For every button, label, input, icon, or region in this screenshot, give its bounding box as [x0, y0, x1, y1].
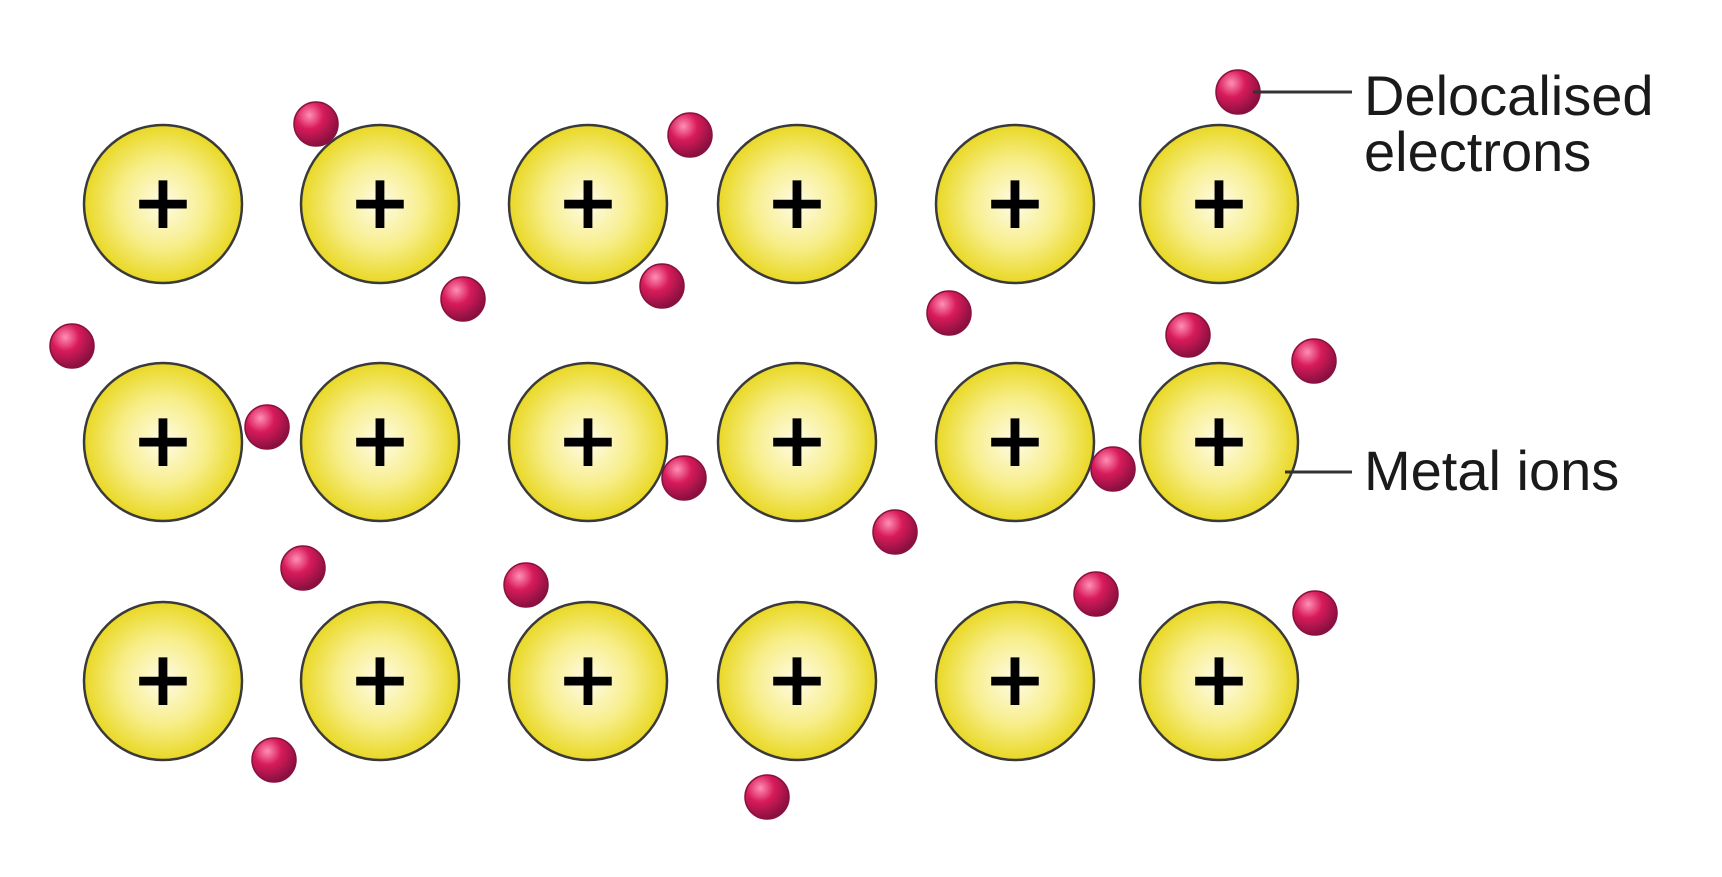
plus-charge-symbol: +: [983, 157, 1047, 246]
delocalised-electron: [49, 323, 95, 369]
delocalised-electron: [872, 509, 918, 555]
metal-ion: +: [1138, 361, 1300, 523]
plus-charge-symbol: +: [131, 395, 195, 484]
metal-ion-circle: [82, 600, 244, 762]
metal-ion-circle: [716, 361, 878, 523]
plus-charge-symbol: +: [1187, 634, 1251, 723]
metal-ion: +: [716, 361, 878, 523]
metal-ion-circle: [82, 123, 244, 285]
delocalised-electron: [251, 737, 297, 783]
metal-ion-circle: [507, 361, 669, 523]
metal-ions-layer: + + + + + + + + + + + + + + + + + +: [82, 123, 1300, 762]
metal-ion-circle: [299, 600, 461, 762]
metal-ion: +: [299, 361, 461, 523]
metal-ion-circle: [299, 123, 461, 285]
delocalised-electron: [1090, 446, 1136, 492]
plus-charge-symbol: +: [983, 634, 1047, 723]
plus-charge-symbol: +: [348, 395, 412, 484]
plus-charge-symbol: +: [765, 395, 829, 484]
metal-ion-circle: [299, 361, 461, 523]
delocalised-electron: [661, 455, 707, 501]
metal-ion: +: [934, 123, 1096, 285]
metal-ion-circle: [507, 123, 669, 285]
metal-ion: +: [507, 600, 669, 762]
plus-charge-symbol: +: [131, 634, 195, 723]
metal-ion: +: [82, 600, 244, 762]
metal-ion: +: [299, 600, 461, 762]
plus-charge-symbol: +: [765, 157, 829, 246]
plus-charge-symbol: +: [131, 157, 195, 246]
metal-ion-circle: [82, 361, 244, 523]
metal-ion-circle: [716, 123, 878, 285]
plus-charge-symbol: +: [556, 634, 620, 723]
metal-ion: +: [1138, 600, 1300, 762]
delocalised-electron: [503, 562, 549, 608]
plus-charge-symbol: +: [983, 395, 1047, 484]
plus-charge-symbol: +: [1187, 157, 1251, 246]
delocalised-electron: [440, 276, 486, 322]
legend-layer: [1253, 90, 1352, 474]
delocalised-electrons-label: Delocalised: [1364, 64, 1654, 127]
metal-ion: +: [507, 361, 669, 523]
metal-ion: +: [507, 123, 669, 285]
delocalised-electron: [926, 290, 972, 336]
plus-charge-symbol: +: [765, 634, 829, 723]
delocalised-electron: [744, 774, 790, 820]
plus-charge-symbol: +: [348, 157, 412, 246]
plus-charge-symbol: +: [556, 157, 620, 246]
delocalised-electron: [639, 263, 685, 309]
plus-charge-symbol: +: [556, 395, 620, 484]
delocalised-electron: [293, 101, 339, 147]
delocalised-electron: [280, 545, 326, 591]
metal-ion: +: [299, 123, 461, 285]
metal-ion: +: [1138, 123, 1300, 285]
metal-ion: +: [716, 600, 878, 762]
metal-ion: +: [934, 361, 1096, 523]
metal-ion-circle: [934, 361, 1096, 523]
delocalised-electron: [244, 404, 290, 450]
delocalised-electrons-label-line2: electrons: [1364, 120, 1592, 183]
metal-ion-circle: [1138, 600, 1300, 762]
delocalised-electron: [1165, 312, 1211, 358]
metal-ion-circle: [934, 600, 1096, 762]
plus-charge-symbol: +: [348, 634, 412, 723]
metal-ion: +: [934, 600, 1096, 762]
plus-charge-symbol: +: [1187, 395, 1251, 484]
metal-ion-circle: [1138, 123, 1300, 285]
metal-ion: +: [82, 361, 244, 523]
delocalised-electron: [667, 112, 713, 158]
delocalised-electron: [1073, 571, 1119, 617]
metal-ions-label: Metal ions: [1364, 439, 1620, 502]
metal-ion: +: [82, 123, 244, 285]
metal-ion: +: [716, 123, 878, 285]
metal-ion-circle: [507, 600, 669, 762]
metal-ion-circle: [716, 600, 878, 762]
metal-ion-circle: [1138, 361, 1300, 523]
delocalised-electrons-layer: [49, 69, 1338, 820]
metal-ion-circle: [934, 123, 1096, 285]
delocalised-electron: [1292, 590, 1338, 636]
delocalised-electron: [1291, 338, 1337, 384]
